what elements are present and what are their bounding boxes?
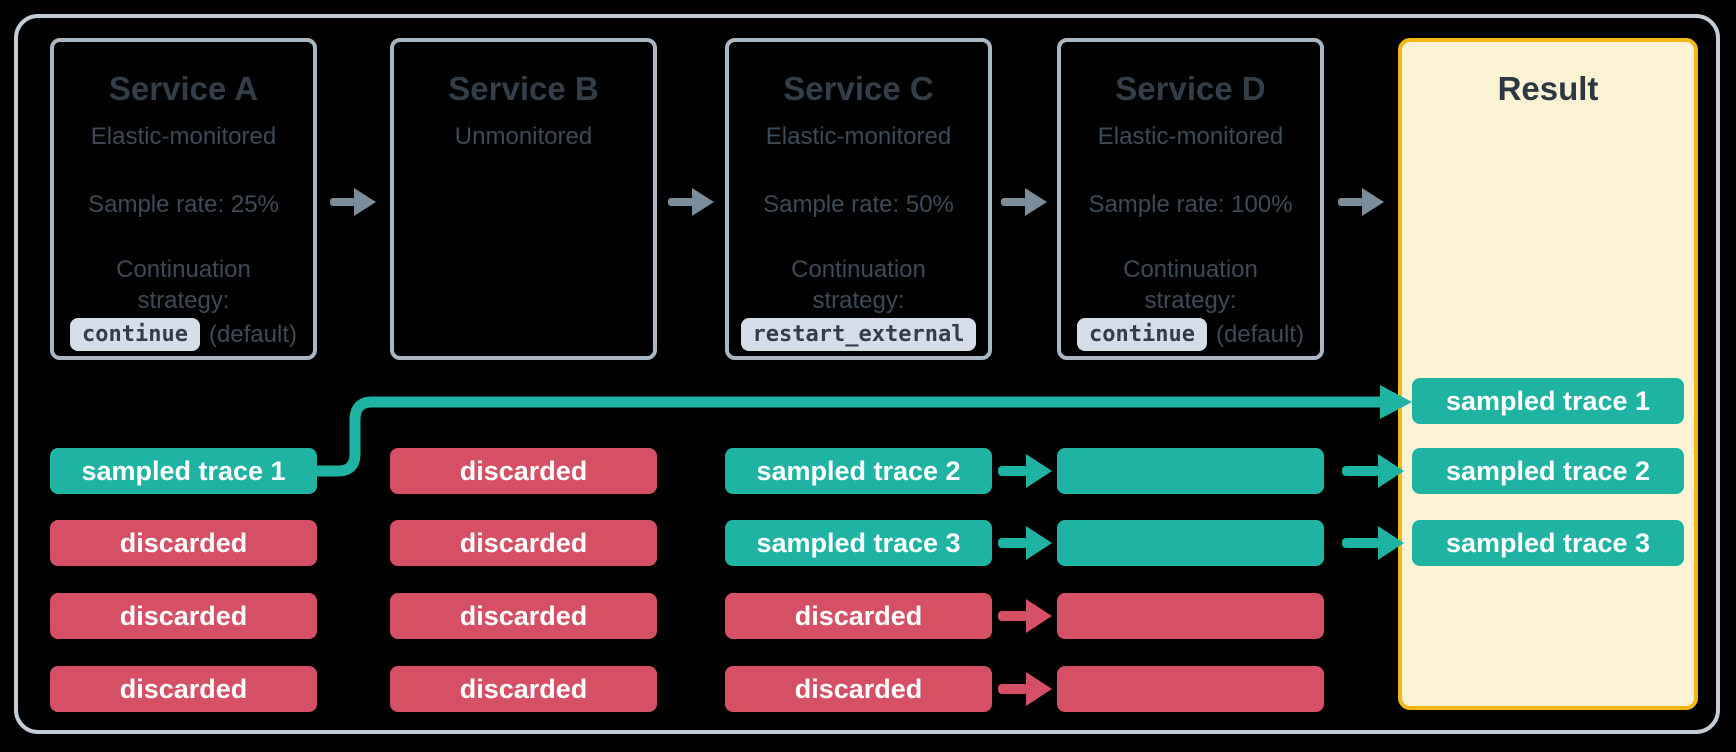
service-d-trace-pill (1057, 666, 1324, 712)
service-d-strategy-code-chip: continue (1076, 318, 1207, 351)
service-a-box: Service A Elastic-monitored Sample rate:… (50, 38, 317, 360)
result-title: Result (1497, 70, 1599, 107)
service-a-strategy-code-chip: continue (69, 318, 200, 351)
service-c-monitoring-label: Elastic-monitored (765, 123, 952, 150)
service-c-title: Service C (783, 70, 934, 107)
service-b-trace-pill: discarded (390, 520, 657, 566)
service-a-strategy-value: continue (default) (54, 318, 313, 351)
result-trace-pill: sampled trace 3 (1412, 520, 1684, 566)
result-trace-pill: sampled trace 2 (1412, 448, 1684, 494)
service-c-strategy-code-chip: restart_external (740, 318, 977, 351)
service-c-trace-pill: sampled trace 3 (725, 520, 992, 566)
trace-arrow-d-to-result-icon (1342, 526, 1404, 560)
service-d-strategy-default-label: (default) (1215, 320, 1304, 348)
service-d-monitoring-label: Elastic-monitored (1097, 123, 1284, 150)
trace-arrow-c-to-d-icon (998, 672, 1052, 706)
service-d-strategy-value: continue (default) (1061, 318, 1320, 351)
service-c-trace-pill: discarded (725, 666, 992, 712)
service-c-sample-rate-label: Sample rate: 50% (763, 191, 954, 218)
service-d-title: Service D (1115, 70, 1266, 107)
result-box: Result (1398, 38, 1698, 710)
service-d-trace-pill (1057, 593, 1324, 639)
service-a-trace-pill: sampled trace 1 (50, 448, 317, 494)
service-b-trace-pill: discarded (390, 593, 657, 639)
service-c-strategy-value: restart_external (729, 318, 988, 351)
service-a-sample-rate-label: Sample rate: 25% (88, 191, 279, 218)
service-b-box: Service B Unmonitored (390, 38, 657, 360)
diagram-outer-frame (14, 14, 1720, 734)
service-d-trace-pill (1057, 520, 1324, 566)
service-d-sample-rate-label: Sample rate: 100% (1088, 191, 1293, 218)
service-c-trace-pill: sampled trace 2 (725, 448, 992, 494)
service-b-trace-pill: discarded (390, 666, 657, 712)
service-a-trace-pill: discarded (50, 520, 317, 566)
service-a-monitoring-label: Elastic-monitored (90, 123, 277, 150)
flow-arrow-a-to-b-icon (330, 188, 376, 216)
trace-arrow-c-to-d-icon (998, 526, 1052, 560)
service-a-trace-pill: discarded (50, 593, 317, 639)
service-d-strategy-label: Continuation strategy: (1123, 256, 1258, 314)
trace-arrow-d-to-result-icon (1342, 454, 1404, 488)
service-c-strategy-label: Continuation strategy: (791, 256, 926, 314)
trace-arrow-c-to-d-icon (998, 599, 1052, 633)
service-c-trace-pill: discarded (725, 593, 992, 639)
result-trace-pill: sampled trace 1 (1412, 378, 1684, 424)
flow-arrow-b-to-c-icon (668, 188, 714, 216)
service-a-strategy-label: Continuation strategy: (116, 256, 251, 314)
flow-arrow-d-to-result-icon (1338, 188, 1384, 216)
service-b-trace-pill: discarded (390, 448, 657, 494)
service-a-trace-pill: discarded (50, 666, 317, 712)
service-a-title: Service A (108, 70, 259, 107)
flow-arrow-c-to-d-icon (1001, 188, 1047, 216)
service-c-box: Service C Elastic-monitored Sample rate:… (725, 38, 992, 360)
service-a-strategy-default-label: (default) (208, 320, 297, 348)
service-d-trace-pill (1057, 448, 1324, 494)
service-d-box: Service D Elastic-monitored Sample rate:… (1057, 38, 1324, 360)
service-b-monitoring-label: Unmonitored (454, 123, 593, 150)
service-b-title: Service B (448, 70, 599, 107)
trace-arrow-c-to-d-icon (998, 454, 1052, 488)
